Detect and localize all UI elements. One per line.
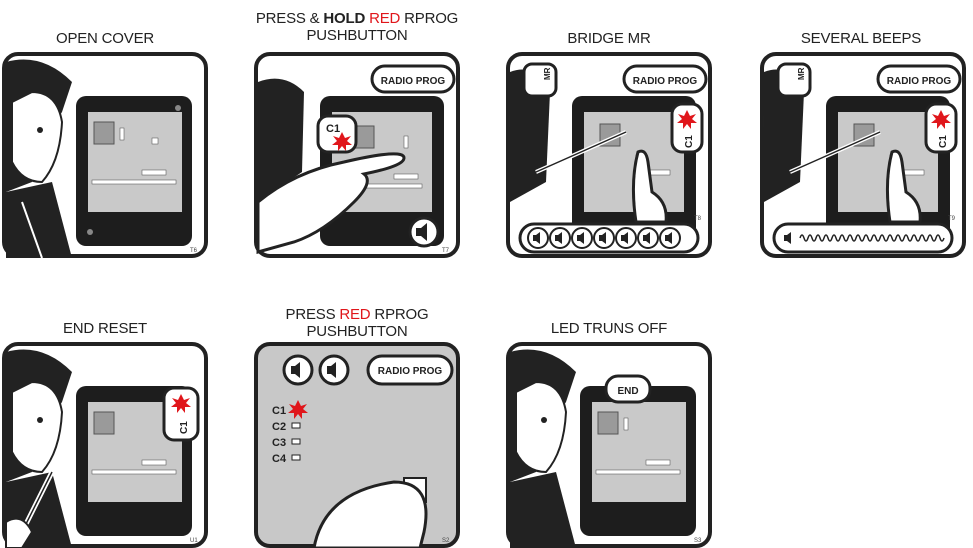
step-illustration: RADIO PROG C1 C2 C3 C4 S2 — [254, 342, 460, 548]
step-illustration: MR RADIO PROG C1 T9 — [760, 52, 966, 258]
radio-prog-bubble: RADIO PROG — [378, 366, 443, 377]
step-caption: LED TRUNS OFF — [504, 320, 714, 337]
channel-label: C1 — [272, 405, 286, 417]
corner-code: T9 — [948, 216, 956, 222]
led-label: C1 — [684, 135, 695, 148]
step-caption: OPEN COVER — [0, 30, 210, 47]
mr-jumper-label: MR — [797, 67, 806, 80]
channel-label: C2 — [272, 421, 286, 433]
radio-prog-bubble: RADIO PROG — [887, 76, 952, 87]
corner-code: T8 — [694, 216, 702, 222]
step-caption: SEVERAL BEEPS — [756, 30, 966, 47]
led-label: C1 — [938, 135, 949, 148]
step-caption: PRESS & HOLD RED RPROG PUSHBUTTON — [252, 10, 462, 44]
step-illustration: RADIO PROG C1 T7 — [254, 52, 460, 258]
radio-prog-bubble: RADIO PROG — [633, 76, 698, 87]
step-illustration: END S3 — [506, 342, 712, 548]
step-caption: PRESS RED RPROG PUSHBUTTON — [252, 306, 462, 340]
corner-code: S2 — [442, 538, 450, 544]
corner-code: T7 — [442, 248, 450, 254]
corner-code: U1 — [190, 538, 198, 544]
corner-code: T6 — [190, 248, 198, 254]
channel-label: C4 — [272, 453, 287, 465]
step-illustration: T6 — [2, 52, 208, 258]
end-bubble: END — [617, 386, 638, 397]
corner-code: S3 — [694, 538, 702, 544]
step-caption: BRIDGE MR — [504, 30, 714, 47]
led-label: C1 — [326, 123, 340, 135]
step-caption: END RESET — [0, 320, 210, 337]
channel-label: C3 — [272, 437, 286, 449]
mr-jumper-label: MR — [543, 67, 552, 80]
step-illustration: MR RADIO PROG C1 T8 — [506, 52, 712, 258]
led-label: C1 — [179, 421, 190, 434]
radio-prog-bubble: RADIO PROG — [381, 76, 446, 87]
step-illustration: C1 U1 — [2, 342, 208, 548]
